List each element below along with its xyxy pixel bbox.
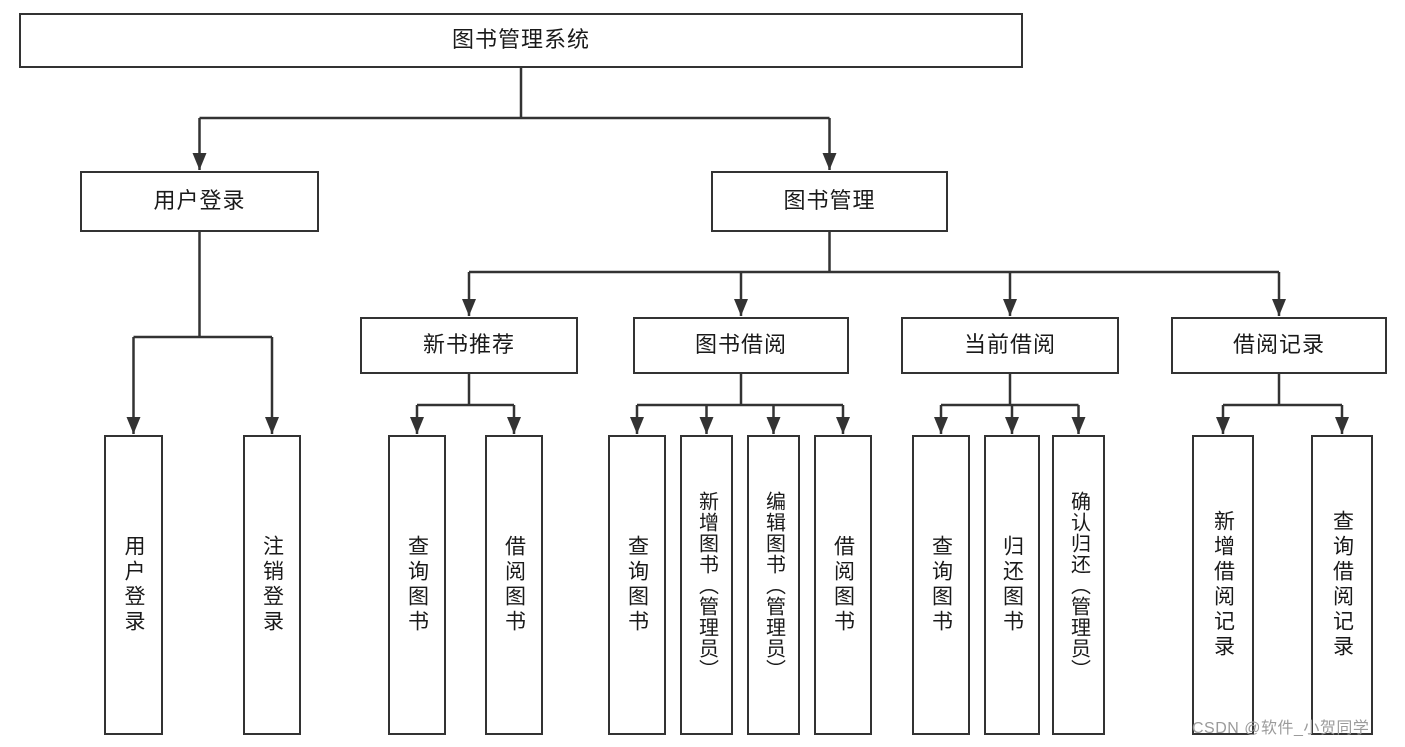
arrowhead-leaf-edit-book: [766, 417, 781, 434]
node-label: 查询图书: [929, 535, 953, 635]
node-label: 借阅图书: [502, 535, 526, 635]
arrowhead-leaf-query-book-1: [410, 417, 424, 434]
arrowhead-leaf-user-login: [126, 417, 141, 434]
node-current-borrow[interactable]: 当前借阅: [901, 317, 1119, 374]
arrowhead-leaf-query-record: [1335, 417, 1349, 434]
node-leaf-query-book-3[interactable]: 查询图书: [912, 435, 970, 735]
node-label: 编辑图书（管理员）: [762, 490, 785, 680]
arrowhead-leaf-add-record: [1216, 417, 1230, 434]
node-label: 借阅图书: [831, 535, 855, 635]
arrowhead-user-login: [192, 153, 207, 170]
arrowhead-book-manage: [822, 153, 837, 170]
node-label: 图书管理: [783, 188, 876, 214]
arrowhead-current-borrow: [1003, 299, 1017, 316]
node-label: 图书借阅: [694, 332, 787, 358]
node-label: 当前借阅: [963, 332, 1056, 358]
node-leaf-borrow-book-2[interactable]: 借阅图书: [814, 435, 872, 735]
arrowhead-leaf-confirm-return: [1071, 417, 1086, 434]
node-label: 查询图书: [405, 535, 429, 635]
arrowhead-book-borrow: [734, 299, 748, 316]
node-leaf-return-book[interactable]: 归还图书: [984, 435, 1040, 735]
node-label: 新书推荐: [422, 332, 515, 358]
arrowhead-leaf-query-book-3: [934, 417, 948, 434]
node-book-borrow[interactable]: 图书借阅: [633, 317, 849, 374]
arrowhead-new-book-rec: [462, 299, 476, 316]
node-root[interactable]: 图书管理系统: [19, 13, 1023, 68]
node-label: 用户登录: [122, 535, 145, 635]
node-label: 借阅记录: [1232, 332, 1325, 358]
watermark-label: CSDN @软件_小贺同学: [1192, 720, 1370, 737]
node-label: 图书管理系统: [451, 27, 590, 53]
arrowhead-leaf-borrow-book-1: [507, 417, 521, 434]
node-leaf-query-book-2[interactable]: 查询图书: [608, 435, 666, 735]
node-leaf-confirm-return[interactable]: 确认归还（管理员）: [1052, 435, 1105, 735]
node-leaf-add-record[interactable]: 新增借阅记录: [1192, 435, 1254, 735]
node-leaf-logout[interactable]: 注销登录: [243, 435, 301, 735]
node-book-manage[interactable]: 图书管理: [711, 171, 948, 232]
node-borrow-record[interactable]: 借阅记录: [1171, 317, 1387, 374]
node-label: 确认归还（管理员）: [1067, 490, 1090, 680]
node-leaf-query-book-1[interactable]: 查询图书: [388, 435, 446, 735]
node-label: 归还图书: [1000, 535, 1024, 635]
node-leaf-add-book[interactable]: 新增图书（管理员）: [680, 435, 733, 735]
arrowhead-leaf-query-book-2: [630, 417, 644, 434]
node-leaf-borrow-book-1[interactable]: 借阅图书: [485, 435, 543, 735]
arrowhead-leaf-logout: [265, 417, 279, 434]
node-leaf-user-login[interactable]: 用户登录: [104, 435, 163, 735]
node-user-login[interactable]: 用户登录: [80, 171, 319, 232]
node-label: 查询借阅记录: [1330, 510, 1354, 660]
node-label: 用户登录: [153, 188, 246, 214]
arrowhead-leaf-return-book: [1005, 417, 1019, 434]
node-label: 新增借阅记录: [1211, 510, 1235, 660]
arrowhead-leaf-borrow-book-2: [836, 417, 850, 434]
arrowhead-leaf-add-book: [699, 417, 714, 434]
node-leaf-edit-book[interactable]: 编辑图书（管理员）: [747, 435, 800, 735]
node-label: 查询图书: [625, 535, 649, 635]
node-label: 新增图书（管理员）: [695, 490, 718, 680]
node-leaf-query-record[interactable]: 查询借阅记录: [1311, 435, 1373, 735]
node-new-book-rec[interactable]: 新书推荐: [360, 317, 578, 374]
arrowhead-borrow-record: [1272, 299, 1286, 316]
node-label: 注销登录: [260, 535, 284, 635]
